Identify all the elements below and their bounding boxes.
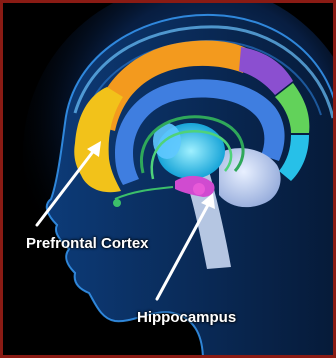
amygdala (193, 183, 205, 195)
olfactory-bulb (113, 199, 121, 207)
brain-illustration (3, 3, 336, 358)
prefrontal-cortex-label: Prefrontal Cortex (26, 235, 149, 252)
hippocampus-label: Hippocampus (137, 309, 236, 326)
